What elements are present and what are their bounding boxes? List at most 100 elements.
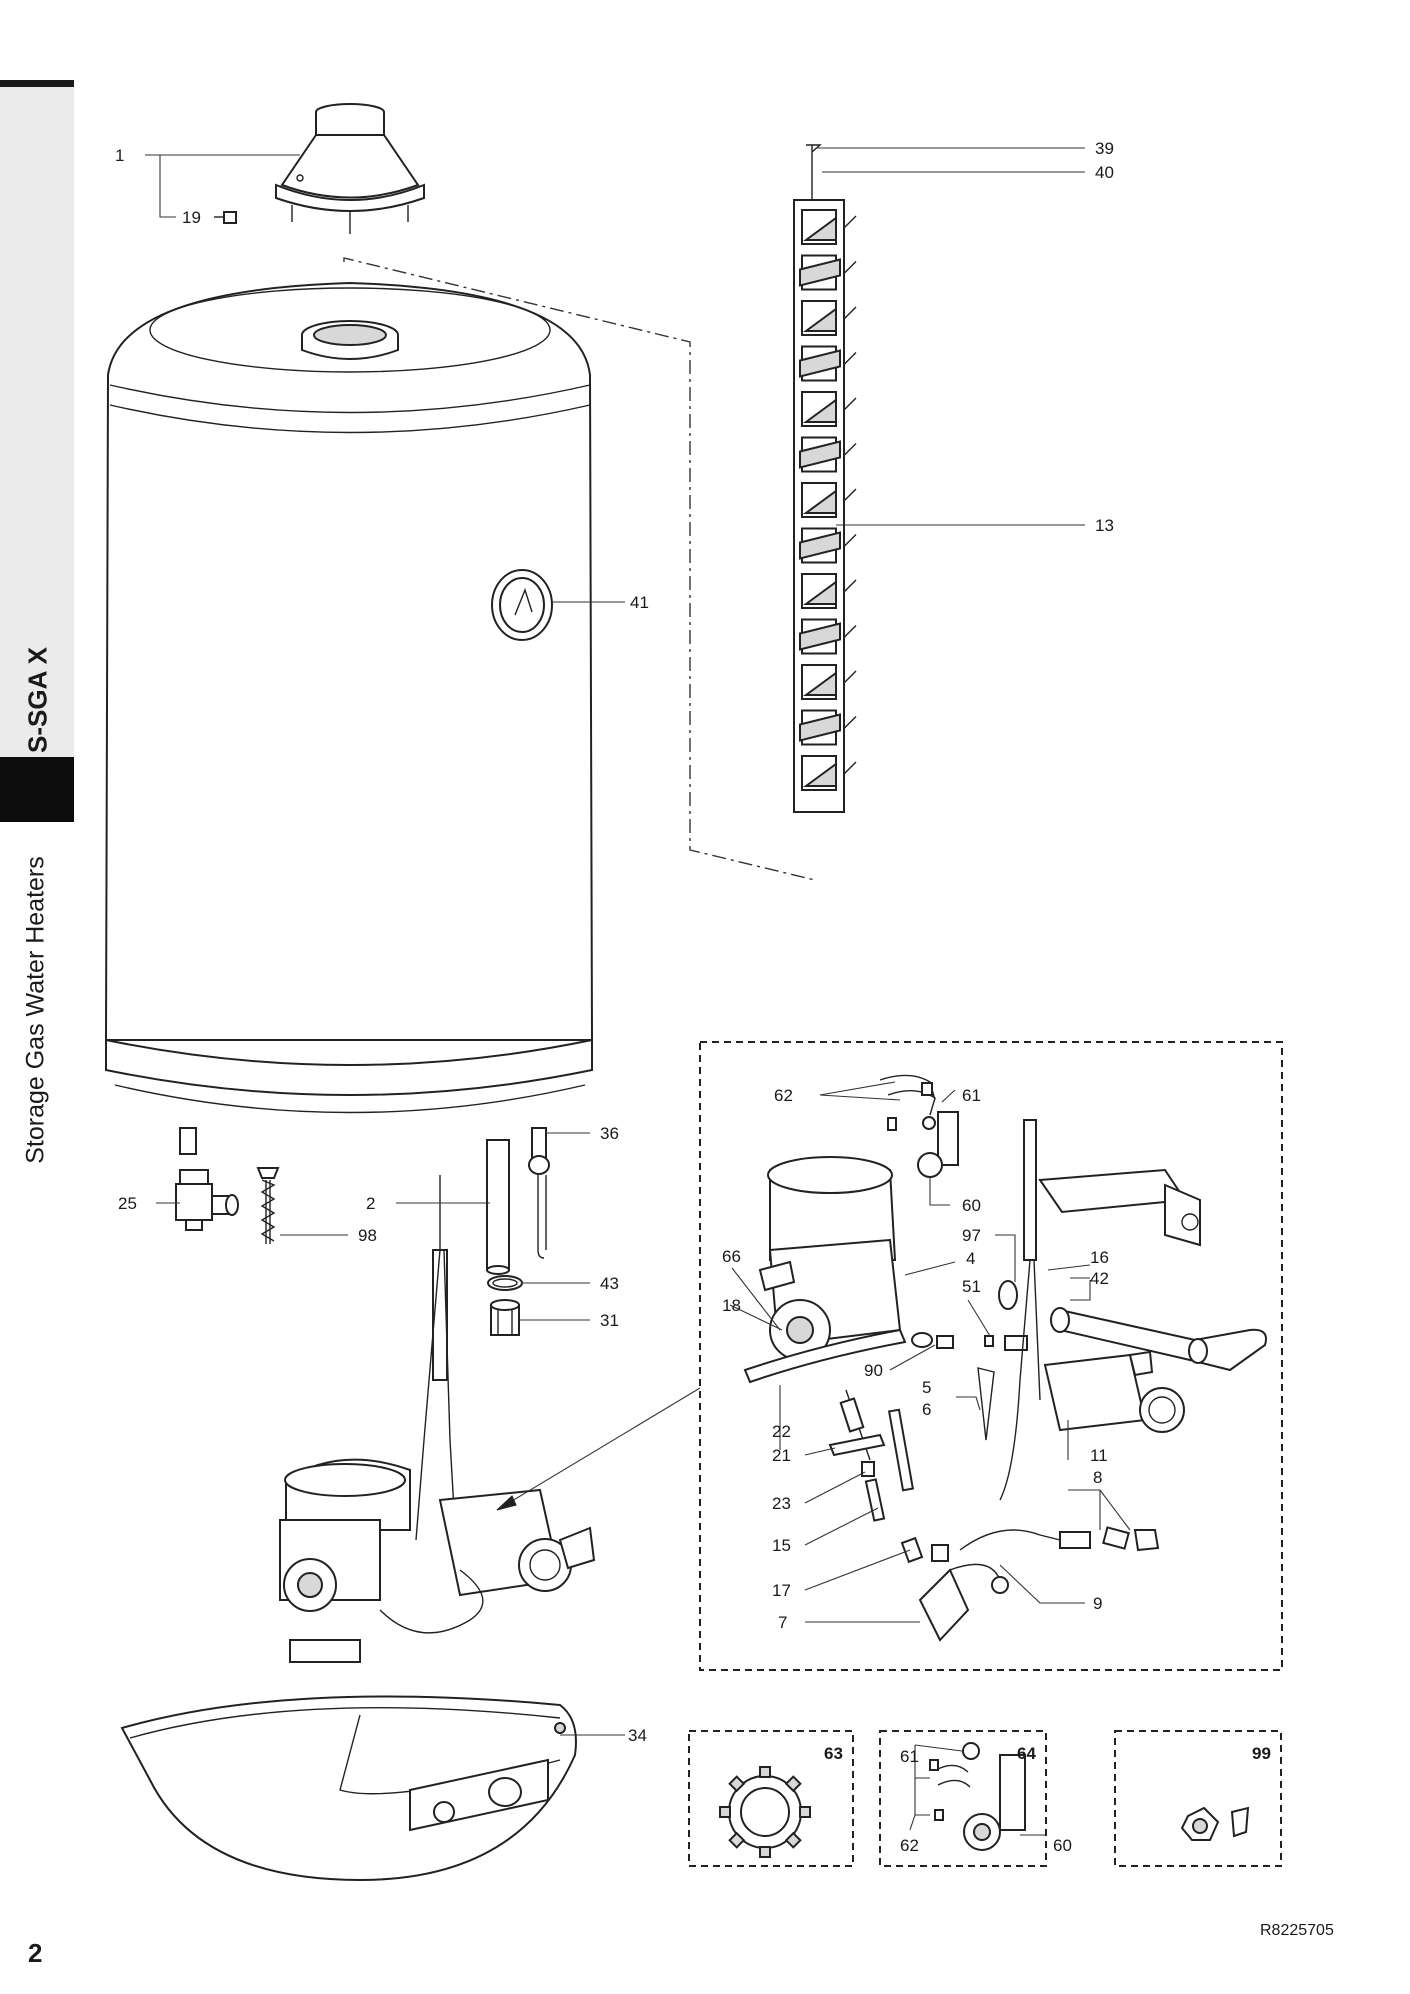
detail-nut-61 <box>922 1116 936 1130</box>
baffle-slat-fin <box>802 762 837 787</box>
kit-callout-64: 64 <box>1017 1744 1036 1763</box>
baffle-slat-tab <box>843 215 857 229</box>
baffle-slat-fin <box>802 216 837 241</box>
detail-callout-15: 15 <box>772 1536 791 1555</box>
detail-callout-97: 97 <box>962 1226 981 1245</box>
detail-box <box>699 1041 1283 1671</box>
baffle-slat-fin <box>802 307 837 332</box>
baffle-slat-tab <box>843 534 857 547</box>
burner-assembly <box>279 1175 596 1663</box>
baffle-slat-tab <box>843 306 857 320</box>
detail-arrow <box>496 1387 701 1511</box>
baffle-slat-fin <box>802 398 837 423</box>
callout-40: 40 <box>1095 163 1114 182</box>
kit-box-99 <box>1114 1730 1282 1867</box>
page-number: 2 <box>28 1938 43 1968</box>
detail-burner <box>743 1156 907 1384</box>
callout-36: 36 <box>600 1124 619 1143</box>
kit-box-64 <box>879 1730 1047 1867</box>
nut-fitting <box>490 1299 520 1336</box>
detail-wires-62 <box>879 1074 936 1131</box>
flue-hood-screw <box>214 211 237 224</box>
baffle-slat-fin <box>799 713 841 742</box>
anode-spring <box>256 1167 280 1244</box>
detail-thermocouple-probe <box>999 1119 1041 1501</box>
detail-callout-17: 17 <box>772 1581 791 1600</box>
callout-31: 31 <box>600 1311 619 1330</box>
detail-pilot-tube-7 <box>918 1563 1009 1642</box>
baffle-slat-tab <box>843 579 857 593</box>
tank-bottom-tubes <box>179 1127 550 1275</box>
detail-thermocouple-9 <box>959 1529 1091 1551</box>
document-code: R8225705 <box>1260 1922 1334 1939</box>
detail-ignition-parts <box>861 1461 949 1564</box>
kit-63-tooth <box>759 1846 771 1858</box>
alignment-line <box>343 257 816 881</box>
baffle-slat-fin <box>799 258 841 287</box>
drain-valve <box>175 1169 239 1231</box>
baffle-slat-fin <box>802 580 837 605</box>
kit-63-tooth <box>719 1806 731 1818</box>
detail-callout-6: 6 <box>922 1400 931 1419</box>
callout-2: 2 <box>366 1194 375 1213</box>
kit-63-tooth <box>728 1775 746 1793</box>
callout-98: 98 <box>358 1226 377 1245</box>
baffle-slat-fin <box>799 440 841 469</box>
kit-63-tooth <box>799 1806 811 1818</box>
detail-callout-42: 42 <box>1090 1269 1109 1288</box>
baffle-slat-tab <box>843 352 857 365</box>
flue-hood <box>275 103 425 234</box>
leader-lines <box>145 147 1131 1836</box>
detail-gas-valve <box>1043 1350 1185 1433</box>
baffle-slat-fin <box>799 349 841 378</box>
callout-43: 43 <box>600 1274 619 1293</box>
detail-callout-61: 61 <box>962 1086 981 1105</box>
detail-electrode-6 <box>887 1408 915 1492</box>
detail-callout-9: 9 <box>1093 1594 1102 1613</box>
baffle-slat-tab <box>843 625 857 638</box>
callout-19: 19 <box>182 208 201 227</box>
baffle-slat-tab <box>843 488 857 502</box>
kit-63-tooth <box>784 1775 802 1793</box>
callout-25: 25 <box>118 1194 137 1213</box>
callout-41: 41 <box>630 593 649 612</box>
detail-callout-11: 11 <box>1090 1446 1108 1465</box>
kit-64-callout-61: 61 <box>900 1747 919 1766</box>
kit-box-63 <box>688 1730 854 1867</box>
detail-callout-21: 21 <box>772 1446 791 1465</box>
detail-bracket <box>1038 1168 1201 1247</box>
baffle-slat-fin <box>802 671 837 696</box>
detail-callout-23: 23 <box>772 1494 791 1513</box>
detail-callout-66: 66 <box>722 1247 741 1266</box>
detail-callout-22: 22 <box>772 1422 791 1441</box>
detail-injector-21 <box>828 1389 886 1461</box>
detail-callout-90: 90 <box>864 1361 883 1380</box>
gasket-ring <box>487 1275 523 1291</box>
detail-o-ring-97 <box>998 1280 1018 1310</box>
baffle-slat-fin <box>799 622 841 651</box>
detail-callout-7: 7 <box>778 1613 787 1632</box>
kit-63-tooth <box>784 1831 802 1849</box>
kit-callout-63: 63 <box>824 1744 843 1763</box>
detail-gas-tube-42 <box>1050 1307 1267 1372</box>
callout-labels: 1 19 39 40 13 41 36 25 98 2 43 31 34 62 … <box>115 139 1271 1855</box>
baffle-slat-fin <box>799 531 841 560</box>
detail-callout-60: 60 <box>962 1196 981 1215</box>
callout-39: 39 <box>1095 139 1114 158</box>
detail-callout-16: 16 <box>1090 1248 1109 1267</box>
baffle-slat-tab <box>843 261 857 274</box>
tank-flue-outlet <box>301 320 399 360</box>
detail-pin-5 <box>977 1367 995 1441</box>
burner-pan <box>120 1695 577 1882</box>
detail-fittings <box>911 1332 1028 1351</box>
kit-63-tooth <box>759 1766 771 1778</box>
sidebar-black-block <box>0 757 74 822</box>
kit-63-tooth <box>728 1831 746 1849</box>
kit-64-parts <box>929 1742 1026 1851</box>
callout-34: 34 <box>628 1726 647 1745</box>
callout-1: 1 <box>115 146 124 165</box>
baffle-slat-tab <box>843 397 857 411</box>
kit-99-parts <box>1180 1806 1250 1841</box>
baffle-slat-fin <box>802 489 837 514</box>
